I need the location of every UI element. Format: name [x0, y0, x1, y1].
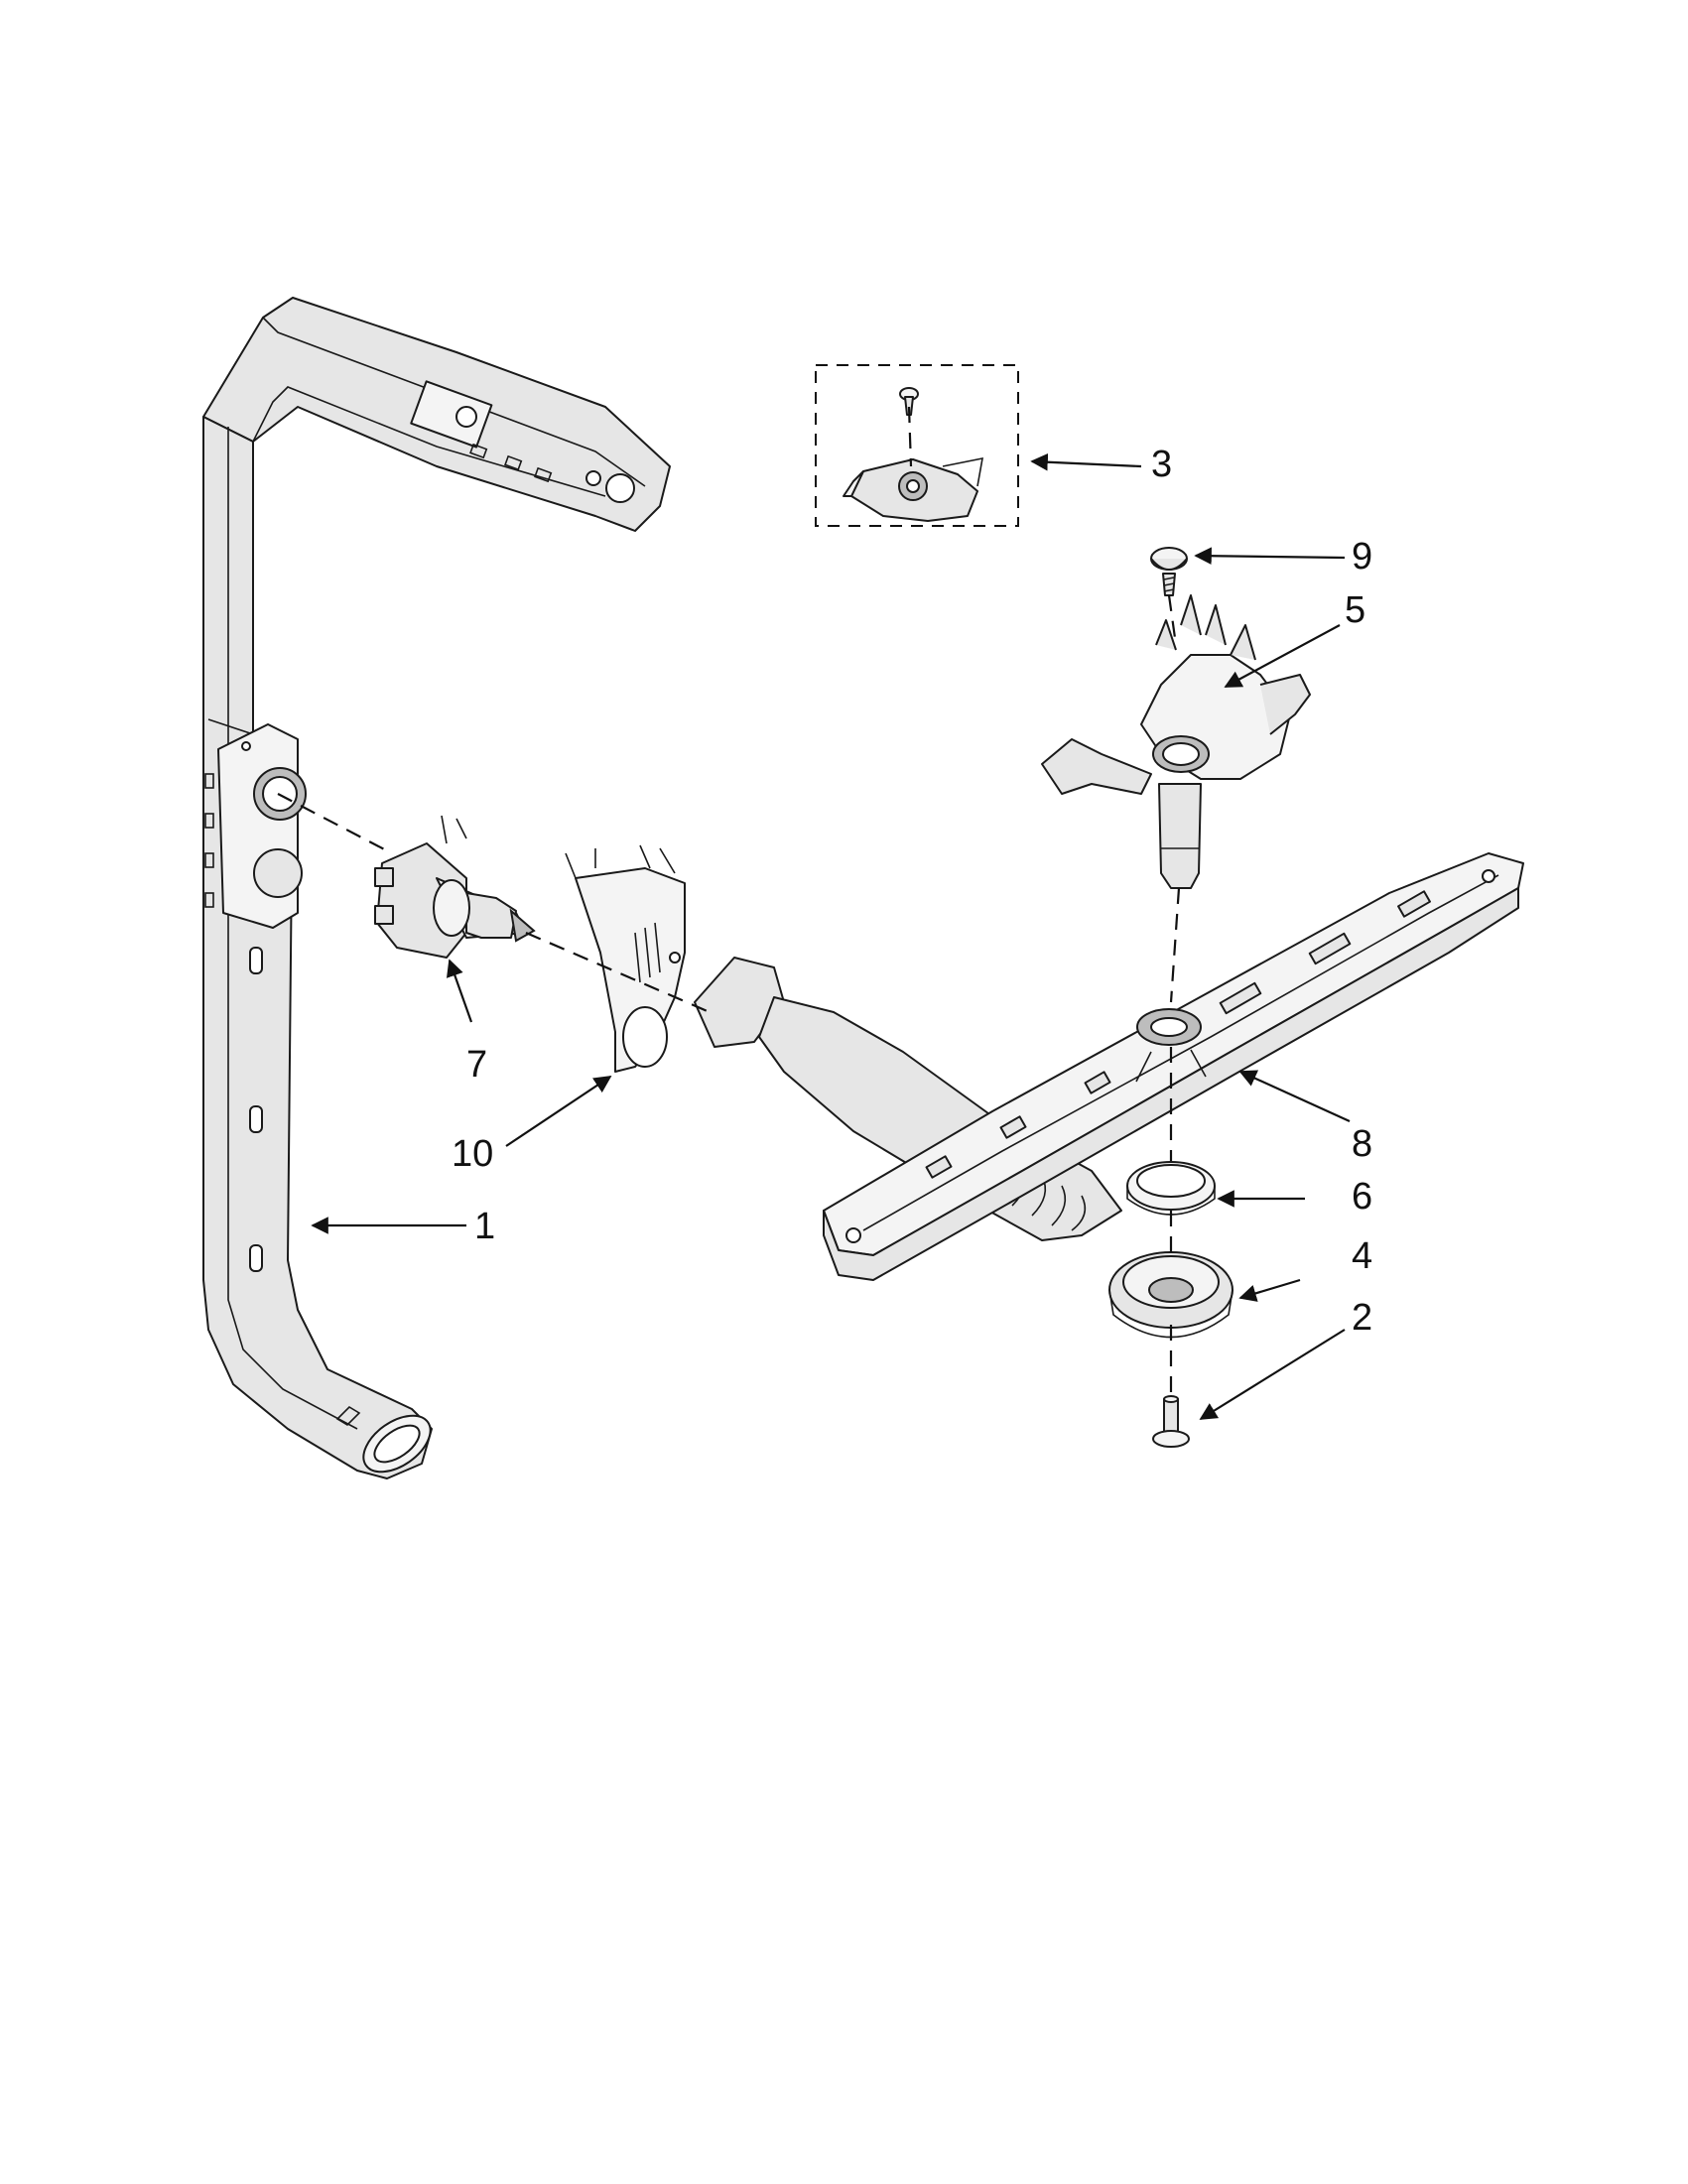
part-4-retainer — [1108, 1251, 1234, 1339]
callout-10: 10 — [452, 1133, 493, 1175]
callout-3: 3 — [1151, 444, 1172, 485]
part-7-manifold — [374, 815, 536, 959]
assembly-lines — [277, 406, 1181, 1394]
part-10-bracket — [565, 844, 686, 1073]
callout-4: 4 — [1352, 1235, 1372, 1277]
callout-2: 2 — [1352, 1297, 1372, 1339]
callout-6: 6 — [1352, 1176, 1372, 1218]
part-3-hub — [843, 387, 983, 522]
callout-7: 7 — [466, 1044, 487, 1086]
callout-8: 8 — [1352, 1123, 1372, 1165]
callout-1: 1 — [474, 1206, 495, 1247]
part-8-spray-arm — [694, 852, 1524, 1281]
callout-5: 5 — [1345, 589, 1365, 631]
part-6-ring — [1126, 1161, 1216, 1216]
callout-9: 9 — [1352, 536, 1372, 578]
part-1-supply-tube — [202, 297, 671, 1479]
part-5-spray-hub — [1041, 594, 1311, 889]
part-9-screw — [1150, 547, 1188, 596]
part-2-bolt — [1152, 1395, 1190, 1448]
part-3-detail-box — [815, 364, 1019, 527]
leader-arrows — [311, 452, 1351, 1420]
callout-labels: 1 2 3 4 5 6 7 8 9 10 — [452, 444, 1372, 1339]
